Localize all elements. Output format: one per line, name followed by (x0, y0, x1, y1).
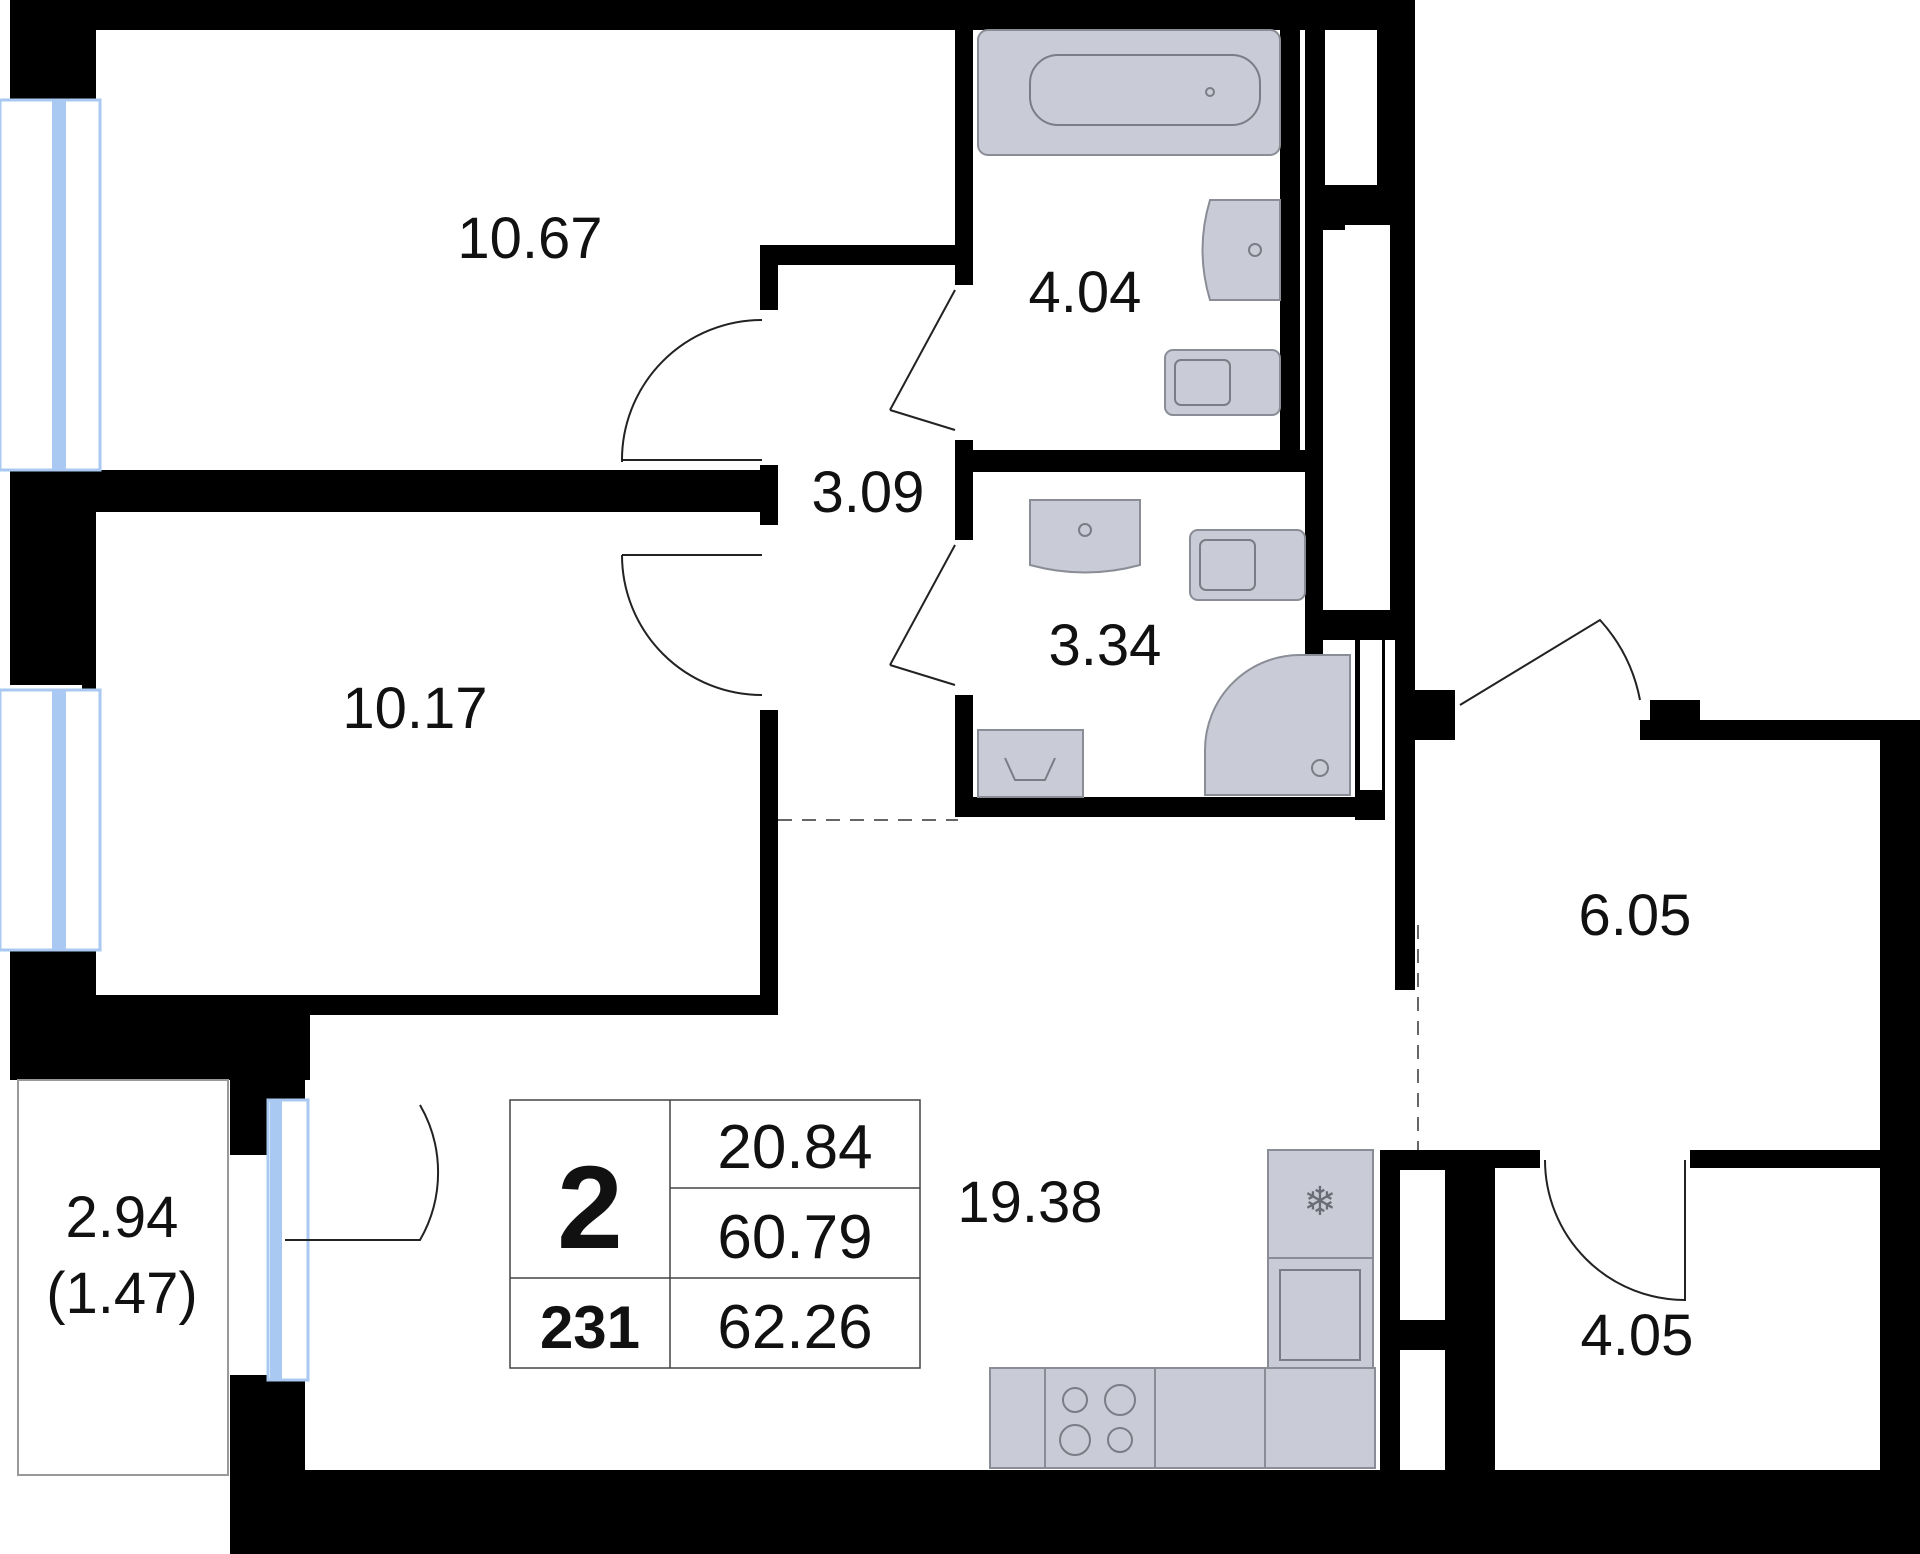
shaft-voids (1325, 30, 1445, 1470)
balcony (17, 1079, 229, 1476)
total-area-with-balcony: 62.26 (717, 1293, 872, 1362)
living-area: 20.84 (717, 1113, 872, 1182)
windows (0, 98, 310, 1382)
area-bathroom: 4.04 (1029, 260, 1142, 325)
fridge (1267, 1149, 1374, 1259)
area-living-kitchen: 19.38 (957, 1170, 1102, 1235)
sink-bathroom (1201, 199, 1281, 301)
cooktop (1044, 1367, 1156, 1469)
total-area: 60.79 (717, 1203, 872, 1272)
window-bedroom-2 (0, 688, 102, 952)
area-hallway: 3.09 (812, 460, 925, 525)
washing-machine (977, 729, 1084, 798)
side-counter (989, 1367, 1046, 1469)
zone-dividers (778, 819, 1419, 1150)
apartment-number: 231 (540, 1294, 640, 1361)
area-entrance-hall: 6.05 (1579, 883, 1692, 948)
dishwasher (1154, 1367, 1266, 1469)
room-labels: 10.67 10.17 4.04 3.09 3.34 19.38 6.05 4.… (46, 206, 1693, 1368)
area-shower-room: 3.34 (1049, 613, 1162, 678)
area-bedroom-1: 10.67 (457, 206, 602, 271)
kitchen-counter (1264, 1367, 1376, 1469)
bathtub (977, 29, 1281, 156)
svg-text:❄: ❄ (1303, 1179, 1337, 1225)
window-bedroom-1 (0, 98, 102, 472)
area-balcony: 2.94 (66, 1185, 179, 1250)
toilet-bathroom (1164, 349, 1281, 416)
doors (285, 289, 1686, 1302)
area-balcony-reduced: (1.47) (46, 1261, 198, 1326)
toilet-shower-room (1189, 529, 1306, 601)
room-count: 2 (557, 1142, 623, 1274)
oven-cabinet (1267, 1257, 1374, 1369)
apartment-info-box: 2 231 20.84 60.79 62.26 (509, 1099, 921, 1369)
shower-tray (1204, 654, 1351, 796)
fixtures: ❄ (977, 29, 1376, 1469)
area-bedroom-2: 10.17 (342, 676, 487, 741)
area-storage: 4.05 (1581, 1303, 1694, 1368)
